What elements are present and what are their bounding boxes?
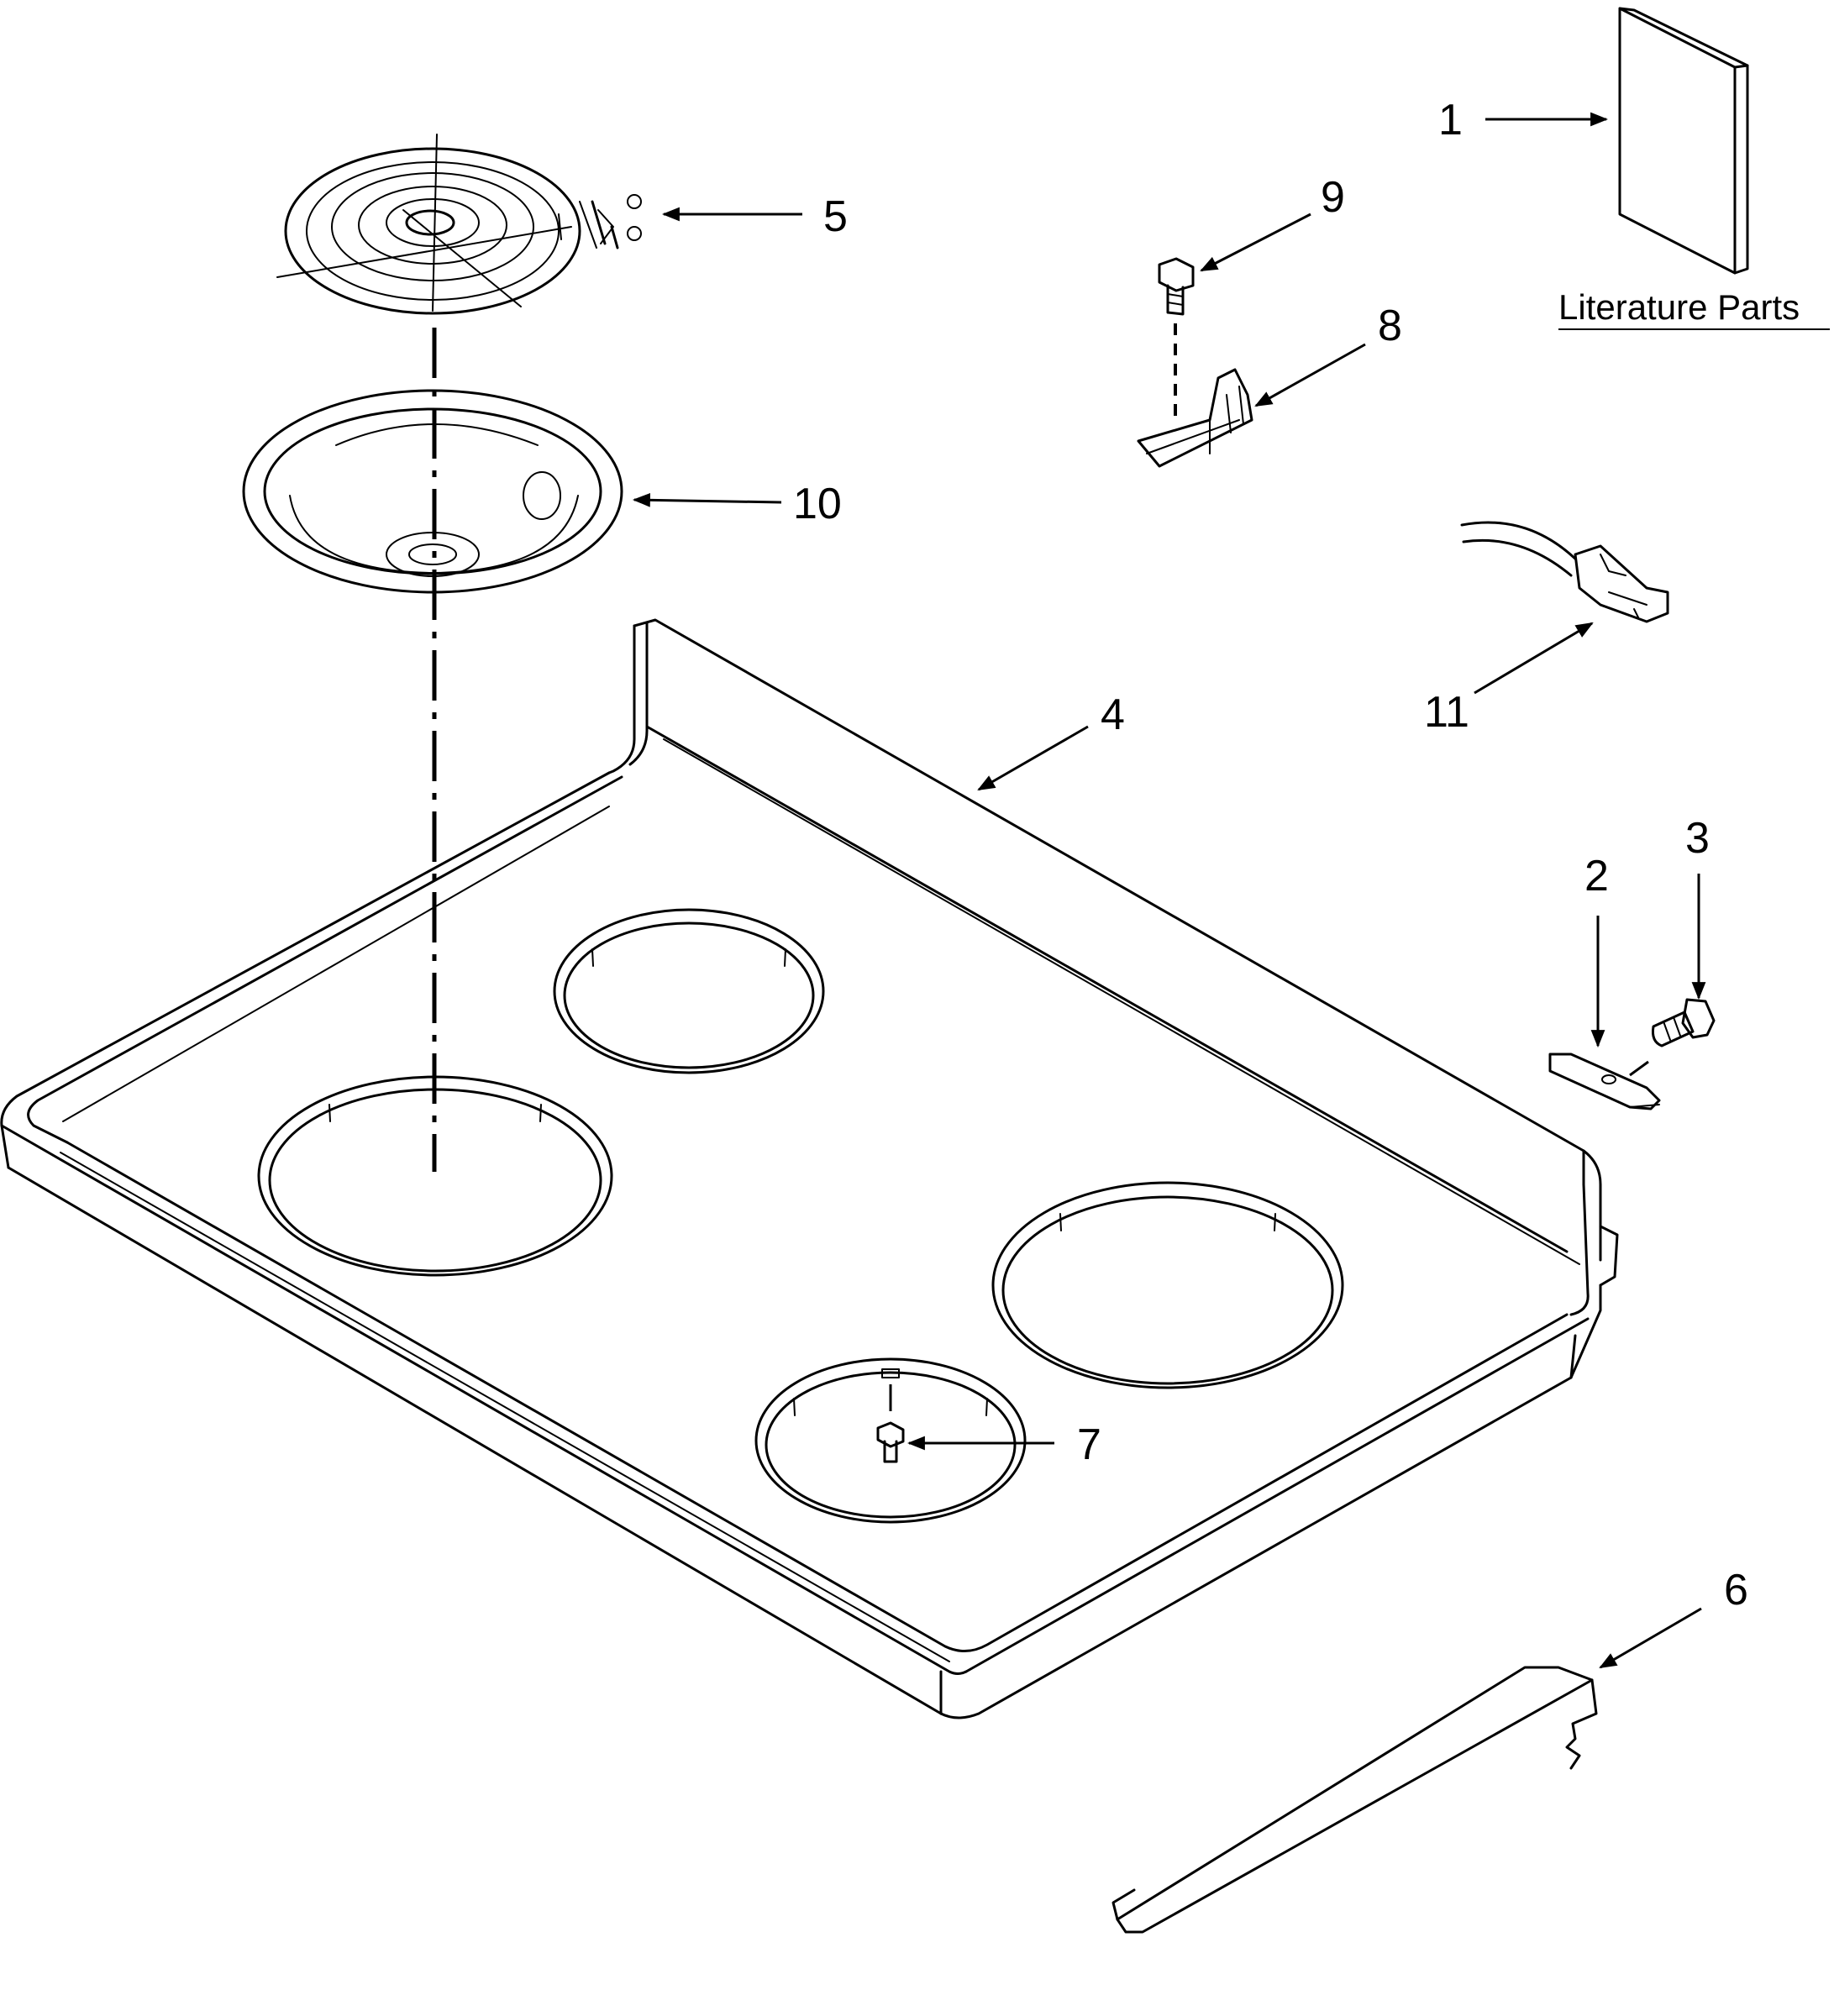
bracket-screw — [1158, 257, 1195, 316]
callout-7: 7 — [1077, 1420, 1101, 1469]
burner-opening-front-right — [754, 1357, 1027, 1524]
clip-screw-centerline — [1629, 1060, 1649, 1077]
burner-opening-rear-right — [991, 1181, 1344, 1389]
callout-11: 11 — [1424, 688, 1469, 737]
drip-bowl — [242, 389, 623, 594]
main-cooktop — [0, 618, 1619, 1719]
mounting-bracket — [1137, 368, 1253, 468]
callout-5: 5 — [823, 192, 848, 241]
callout-6: 6 — [1724, 1566, 1748, 1614]
callout-1: 1 — [1438, 96, 1463, 144]
callout-3: 3 — [1685, 814, 1710, 863]
callout-9: 9 — [1321, 173, 1345, 222]
clip-screw — [1652, 998, 1716, 1047]
callout-10: 10 — [793, 480, 842, 528]
burner-opening-rear-left — [553, 908, 825, 1074]
callout-4: 4 — [1101, 690, 1125, 739]
surface-element — [276, 134, 642, 315]
rear-trim-strip — [1111, 1666, 1598, 1934]
burner-screw — [876, 1368, 905, 1463]
burner-opening-front-left — [257, 1075, 613, 1277]
literature-parts-label: Literature Parts — [1558, 287, 1800, 327]
literature-sheet — [1618, 7, 1749, 275]
terminal-clip — [1548, 1053, 1661, 1110]
callout-8: 8 — [1378, 302, 1402, 350]
callout-2: 2 — [1584, 852, 1609, 900]
leader-arrows — [632, 112, 1706, 1669]
wire-harness — [1460, 521, 1669, 623]
